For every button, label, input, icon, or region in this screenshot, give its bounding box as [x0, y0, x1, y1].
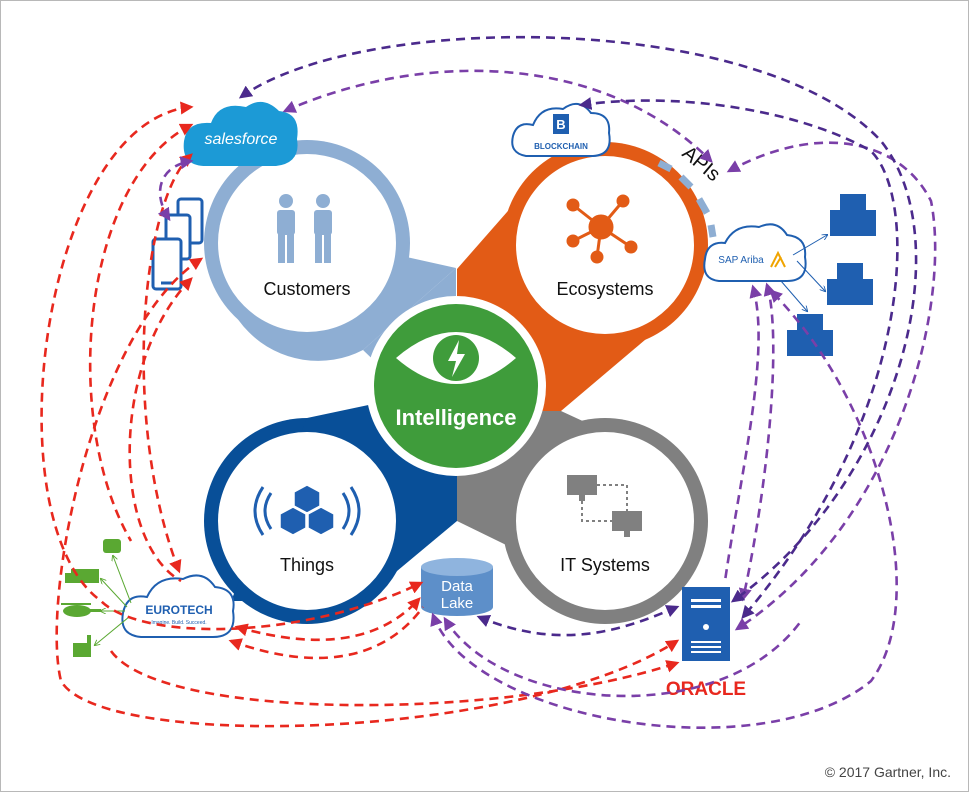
ecosystems-label: Ecosystems [556, 279, 653, 299]
buildings-icon [787, 194, 876, 356]
server-icon [682, 587, 730, 661]
dark-purple-data-links [238, 35, 918, 637]
svg-text:B: B [556, 117, 565, 132]
salesforce-cloud: salesforce [183, 101, 298, 166]
ariba-building-links [780, 235, 827, 311]
data-lake-line1: Data [441, 578, 473, 595]
sap-ariba-cloud: SAP Ariba [703, 223, 807, 282]
data-lake-cylinder: Data Lake [421, 558, 493, 616]
vehicles-icon [61, 539, 121, 657]
red-data-links [40, 101, 680, 728]
eurotech-device-links [95, 556, 132, 645]
eurotech-logo-text: EUROTECH [145, 603, 212, 617]
eurotech-tagline: Imagine. Build. Succeed. [151, 620, 206, 626]
data-lake-line2: Lake [441, 595, 474, 612]
blockchain-logo-text: BLOCKCHAIN [534, 142, 588, 151]
salesforce-logo-text: salesforce [205, 131, 278, 148]
intelligence-hub: Intelligence [366, 296, 546, 476]
center-label: Intelligence [395, 405, 516, 430]
oracle-logo-text: ORACLE [666, 679, 746, 700]
customers-label: Customers [263, 279, 350, 299]
sap-ariba-logo-text: SAP Ariba [718, 255, 764, 266]
blockchain-cloud: B BLOCKCHAIN [511, 102, 611, 157]
things-label: Things [280, 555, 334, 575]
it-systems-label: IT Systems [560, 555, 650, 575]
copyright-footer: © 2017 Gartner, Inc. [825, 764, 951, 780]
